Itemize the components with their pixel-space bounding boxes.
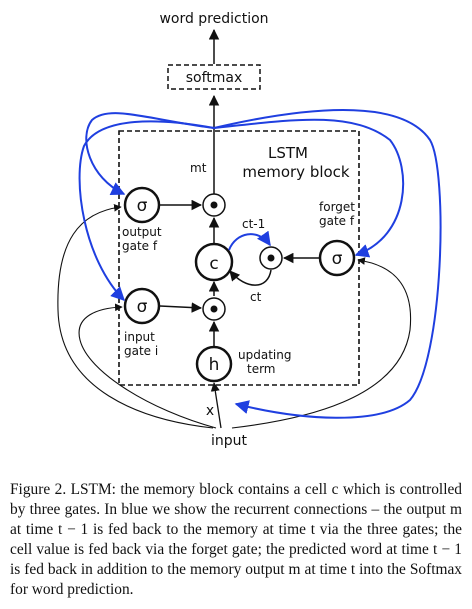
output-gate-node <box>123 186 161 224</box>
output-gate-sigma: σ <box>137 196 148 216</box>
forget-gate-sigma: σ <box>332 249 343 269</box>
output-gate-label-1: output <box>122 225 162 239</box>
forget-multiply-dot <box>267 254 275 262</box>
ct-minus-1-label: ct-1 <box>242 217 265 231</box>
input-gate-node <box>123 287 161 325</box>
updating-term-label-2: term <box>247 362 276 376</box>
memory-block-boundary <box>118 130 360 386</box>
softmax-label: softmax <box>186 70 243 86</box>
forget-gate-label-2: gate f <box>319 214 355 228</box>
x-label: x <box>206 403 214 419</box>
input-multiply-dot <box>210 305 218 313</box>
recurrent-to-forget-gate-arrow <box>213 118 405 258</box>
recurrent-to-input-gate-arrow <box>78 120 215 301</box>
figure-caption: Figure 2. LSTM: the memory block contain… <box>10 481 462 598</box>
forget-gate-node <box>318 239 356 277</box>
input-gate-label-1: input <box>124 330 155 344</box>
ct-label: ct <box>250 290 262 304</box>
input-gate-to-multiply-arrow <box>159 302 203 313</box>
input-gate-sigma: σ <box>137 297 148 317</box>
recurrent-to-output-gate-arrow <box>85 112 215 195</box>
cell-symbol: c <box>209 254 218 274</box>
input-to-forget-gate-arrow <box>231 257 412 429</box>
updating-term-label-1: updating <box>238 348 291 362</box>
softmax-box <box>167 64 261 90</box>
lstm-diagram: word prediction softmax LSTM memory bloc… <box>57 11 442 449</box>
input-label: input <box>211 433 248 449</box>
input-to-updating-arrow <box>210 382 222 429</box>
output-gate-label-2: gate f <box>122 239 158 253</box>
mt-label: mt <box>190 161 207 175</box>
recurrent-to-input-arrow <box>213 109 442 419</box>
block-title-memory-block: memory block <box>242 163 350 181</box>
word-prediction-label: word prediction <box>159 11 268 27</box>
forget-multiply-to-cell-arrow <box>229 269 272 286</box>
cell-feedback-arrow <box>228 230 271 251</box>
input-to-input-gate-arrow <box>78 303 217 429</box>
input-gate-label-2: gate i <box>124 344 158 358</box>
updating-term-node <box>195 345 233 383</box>
output-multiply-dot <box>210 201 218 209</box>
updating-term-symbol: h <box>209 355 220 375</box>
cell-node <box>194 242 234 282</box>
forget-gate-label-1: forget <box>319 200 355 214</box>
block-title-lstm: LSTM <box>268 144 308 162</box>
